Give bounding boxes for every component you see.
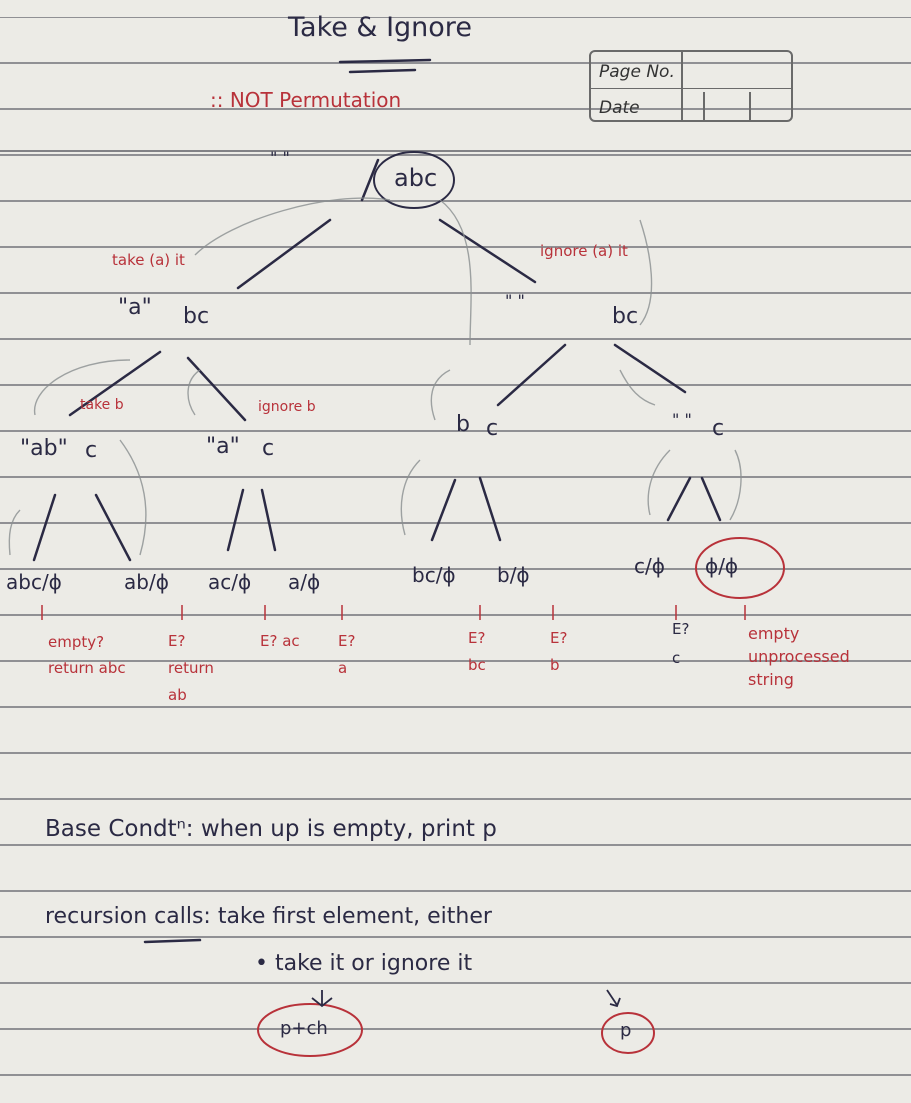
page-title: Take & Ignore <box>288 12 472 43</box>
leaf-5-note: E? bc <box>468 629 486 674</box>
page-header-box: Page No. Date <box>589 50 793 122</box>
level2-node-1-p: "ab" <box>20 436 68 461</box>
leaf-1-note: empty? return abc <box>48 633 126 677</box>
leaf-4: a/ϕ <box>288 570 321 594</box>
leaf-3: ac/ϕ <box>208 570 252 594</box>
root-p-label: " " <box>270 148 290 167</box>
leaf-6-note: E? b <box>550 629 568 674</box>
leaf-6: b/ϕ <box>497 563 530 587</box>
leaf-1: abc/ϕ <box>6 570 62 594</box>
leaf-8-note: empty unprocessed string <box>748 624 850 690</box>
take-or-ignore-note: • take it or ignore it <box>255 951 473 976</box>
edge-ignore-b: ignore b <box>258 399 316 415</box>
edge-ignore-a: ignore (a) it <box>540 242 628 260</box>
recursion-calls-note: recursion calls: take first element, eit… <box>45 904 492 929</box>
edge-take-b: take b <box>80 397 124 413</box>
leaf-5: bc/ϕ <box>412 563 456 587</box>
page-subtitle: :: NOT Permutation <box>210 88 402 112</box>
leaf-8: ϕ/ϕ <box>705 554 739 578</box>
leaf-2: ab/ϕ <box>124 570 169 594</box>
level2-node-4-p: " " <box>672 410 692 429</box>
date-label: Date <box>599 98 640 118</box>
level2-node-2-up: c <box>262 436 275 461</box>
leaf-7: c/ϕ <box>634 554 665 578</box>
level2-node-3-p: b <box>456 412 470 437</box>
ignore-result: p <box>620 1020 632 1041</box>
level2-node-1-up: c <box>85 438 98 463</box>
leaf-4-note: E? a <box>338 632 356 677</box>
level2-node-4-up: c <box>712 416 725 441</box>
level1-right-up: bc <box>612 304 639 329</box>
level2-node-3-up: c <box>486 416 499 441</box>
page-no-label: Page No. <box>599 62 675 82</box>
level1-left-p: "a" <box>118 295 152 320</box>
ruled-header-line <box>0 150 911 152</box>
base-condition-note: Base Condtⁿ: when up is empty, print p <box>45 816 497 842</box>
level2-node-2-p: "a" <box>206 434 240 459</box>
take-result: p+ch <box>280 1018 328 1039</box>
level1-left-up: bc <box>183 304 210 329</box>
level1-right-p: " " <box>505 291 525 310</box>
leaf-3-note: E? ac <box>260 632 300 650</box>
leaf-2-note: E? return ab <box>168 632 214 704</box>
root-up-label: abc <box>394 164 438 192</box>
edge-take-a: take (a) it <box>112 251 185 269</box>
leaf-7-note: E? c <box>672 620 690 667</box>
